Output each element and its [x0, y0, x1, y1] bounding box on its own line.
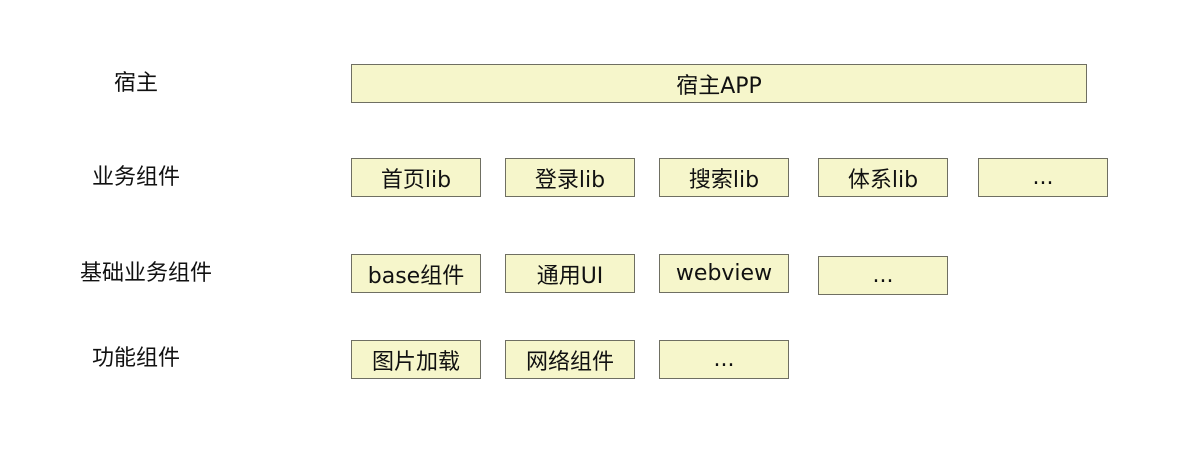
box-common-ui: 通用UI — [505, 254, 635, 293]
layer-label-base-business: 基础业务组件 — [79, 261, 213, 286]
box-search-lib: 搜索lib — [659, 158, 789, 197]
box-business-more: ... — [978, 158, 1108, 197]
box-functional-more: ... — [659, 340, 789, 379]
box-base-more: ... — [818, 256, 948, 295]
layer-label-business: 业务组件 — [91, 165, 181, 190]
box-webview: webview — [659, 254, 789, 293]
box-login-lib: 登录lib — [505, 158, 635, 197]
box-base-component: base组件 — [351, 254, 481, 293]
box-system-lib: 体系lib — [818, 158, 948, 197]
box-host-app: 宿主APP — [351, 64, 1087, 103]
layer-label-functional: 功能组件 — [91, 346, 181, 371]
box-network-component: 网络组件 — [505, 340, 635, 379]
box-home-lib: 首页lib — [351, 158, 481, 197]
layer-label-host: 宿主 — [113, 71, 159, 96]
box-image-loading: 图片加载 — [351, 340, 481, 379]
